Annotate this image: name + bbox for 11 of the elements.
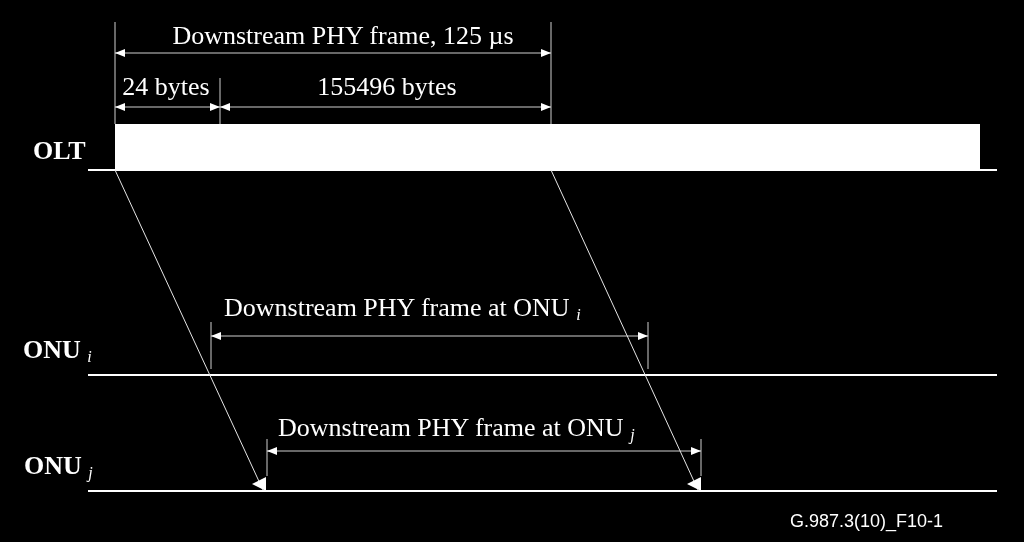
arrow	[114, 169, 266, 491]
dimension-label: Downstream PHY frame at ONU $_{i}$	[224, 295, 581, 321]
timeline-label: ONU $_{i}$	[23, 337, 92, 363]
arrow	[550, 169, 701, 491]
dimension-label: 24 bytes	[122, 74, 210, 100]
frame-bar	[115, 124, 980, 170]
dimension-label: 155496 bytes	[317, 74, 457, 100]
timeline-axis	[88, 490, 997, 492]
dimension-label: Downstream PHY frame, 125 µs	[172, 23, 514, 49]
timeline-label: OLT	[33, 138, 86, 164]
timeline-axis	[88, 374, 997, 376]
